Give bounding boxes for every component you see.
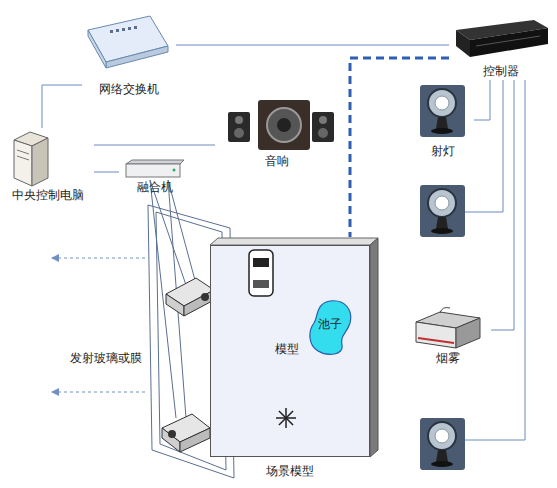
- cable: [474, 80, 490, 120]
- speaker-icon: [228, 100, 334, 150]
- node-label: 烟雾: [405, 351, 491, 365]
- node-label: 场景模型: [211, 464, 369, 478]
- control-wire: [465, 80, 525, 440]
- smoke-machine-icon: [416, 308, 480, 348]
- smoke-machine: 烟雾: [405, 305, 491, 367]
- spotlight: 射灯: [412, 82, 474, 160]
- cable: [42, 85, 82, 128]
- pond: 池子: [306, 299, 354, 357]
- computer-icon: [14, 132, 48, 186]
- cable: [176, 45, 449, 46]
- central-computer: 中央控制电脑: [2, 128, 94, 204]
- model-depth: [210, 238, 378, 457]
- node-label: 网络交换机: [82, 82, 176, 96]
- node-label: 控制器: [449, 64, 553, 78]
- spotlight-icon: [420, 185, 465, 237]
- cable: [94, 172, 119, 173]
- annotation: 发射玻璃或膜: [68, 351, 144, 365]
- node-label: 池子: [306, 317, 354, 331]
- projection-arrow: [52, 258, 145, 392]
- network-switch: 网络交换机: [82, 14, 176, 98]
- fusion-box: 融合机: [119, 158, 191, 196]
- spotlight-icon: [420, 418, 465, 470]
- node-label: 融合机: [119, 180, 191, 194]
- switch-icon: [88, 16, 168, 68]
- node-label: 射灯: [412, 144, 474, 158]
- cable: [491, 80, 514, 330]
- controller: 控制器: [449, 20, 553, 80]
- projector-icon: [162, 278, 214, 452]
- scene-model: 场景模型模型池子: [210, 245, 370, 457]
- node-label: 中央控制电脑: [2, 188, 94, 202]
- node-label: 音响: [215, 154, 339, 168]
- cable: [94, 145, 215, 146]
- node-body: 模型: [275, 342, 299, 356]
- speaker: 音响: [215, 98, 339, 170]
- controller-icon: [456, 20, 548, 57]
- fusion-box-icon: [126, 160, 184, 177]
- spotlight-icon: [420, 85, 465, 137]
